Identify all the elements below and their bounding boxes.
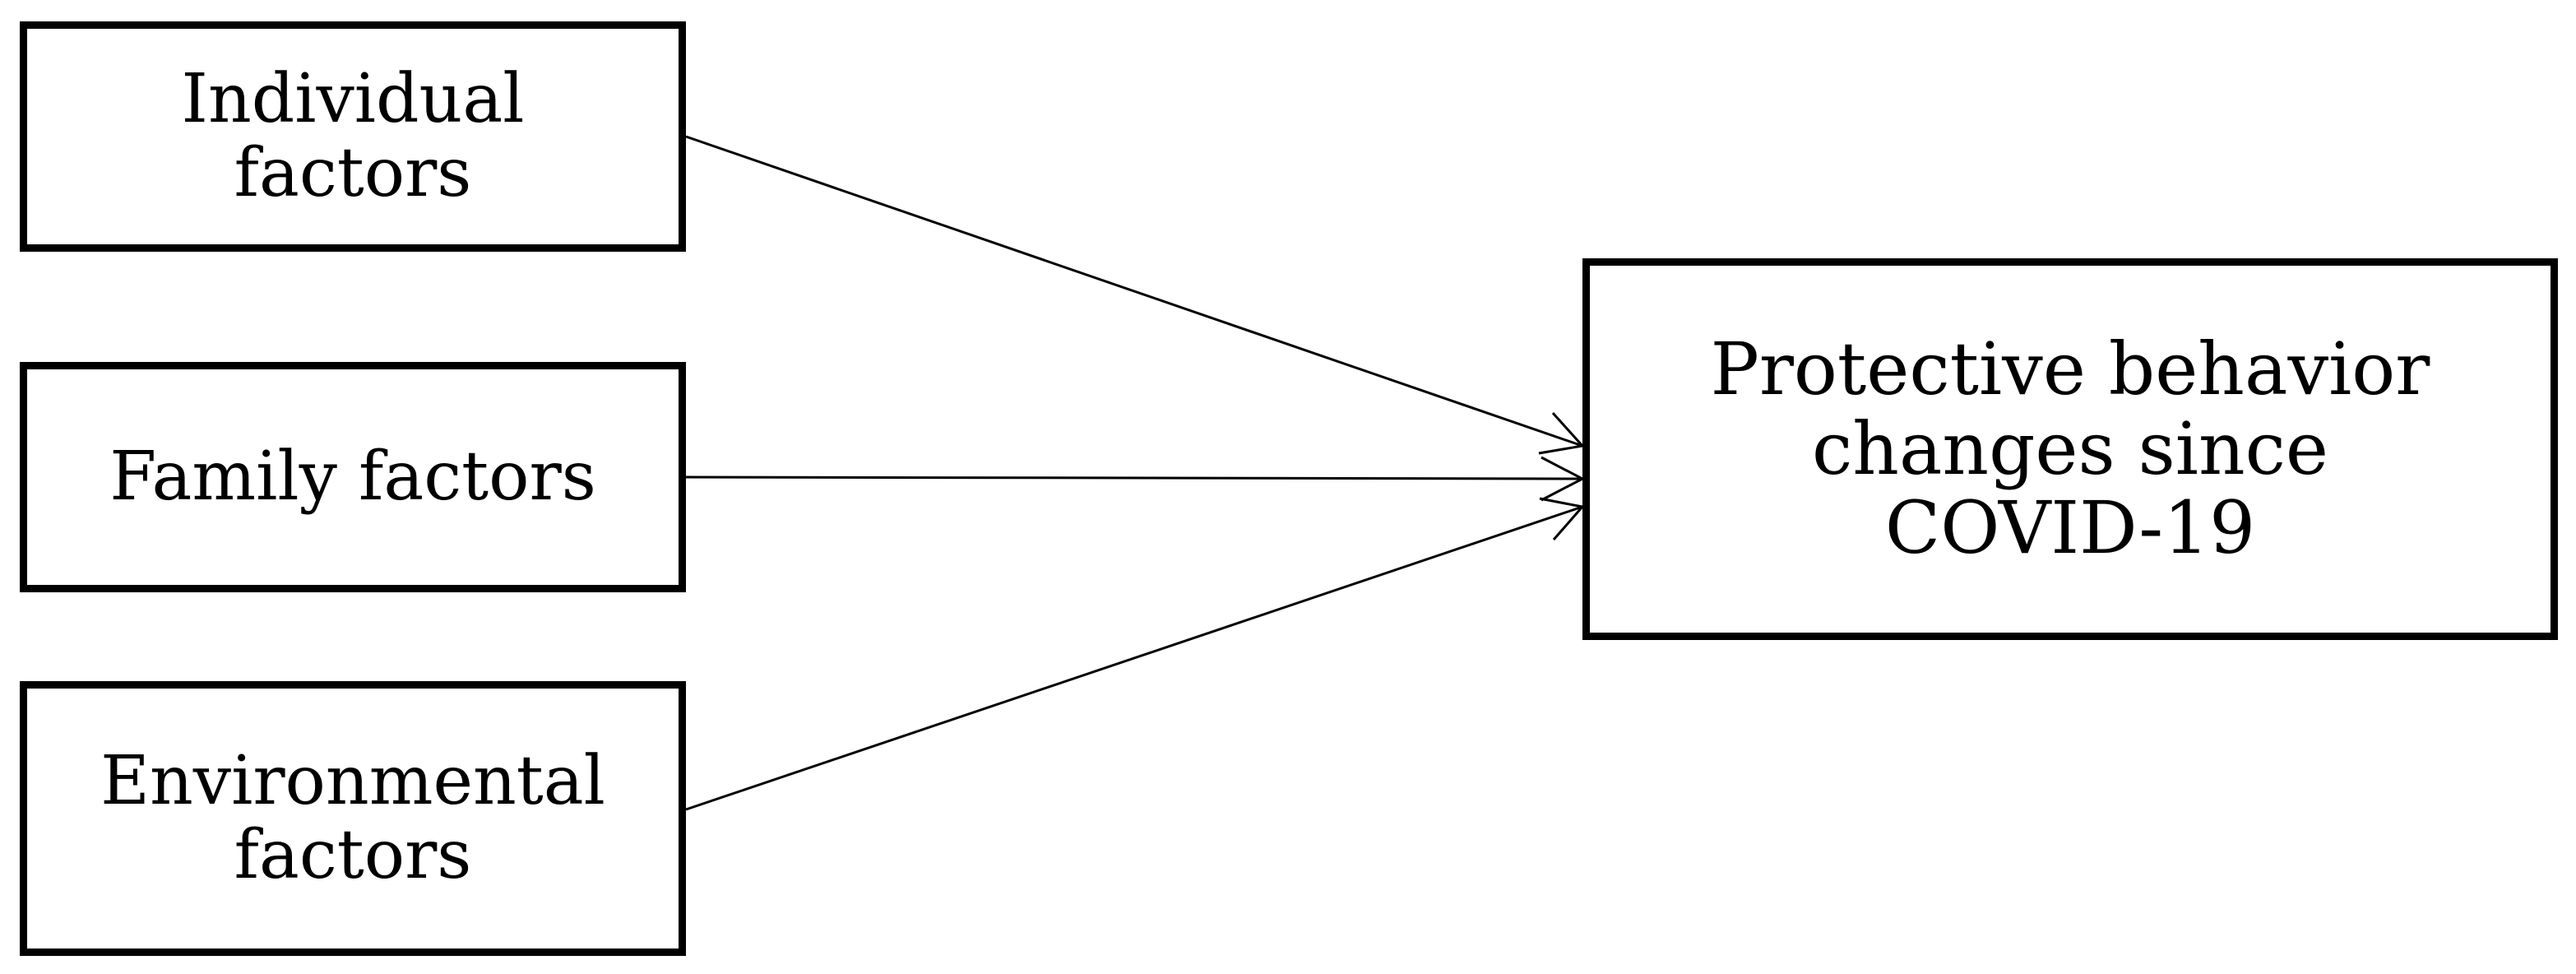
arrow-line bbox=[685, 475, 1583, 480]
factor-box-environmental: Environmental factors bbox=[20, 681, 686, 956]
arrow-family-to-outcome bbox=[685, 456, 1586, 502]
arrow-line bbox=[685, 505, 1583, 811]
factor-box-individual: Individual factors bbox=[20, 21, 686, 252]
arrow-environmental-to-outcome bbox=[685, 497, 1585, 811]
factor-label: Family factors bbox=[109, 437, 596, 516]
outcome-label: Protective behavior changes since COVID-… bbox=[1710, 326, 2430, 571]
arrow-individual-to-outcome bbox=[685, 135, 1585, 455]
arrow-line bbox=[685, 135, 1583, 448]
factor-label: Individual factors bbox=[181, 59, 525, 212]
factor-box-family: Family factors bbox=[20, 362, 686, 592]
outcome-box: Protective behavior changes since COVID-… bbox=[1582, 258, 2558, 640]
factor-label: Environmental factors bbox=[100, 741, 605, 894]
